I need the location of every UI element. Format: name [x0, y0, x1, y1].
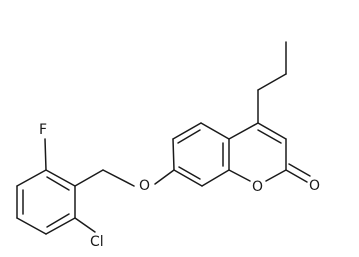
bond [74, 217, 96, 233]
bond [288, 163, 311, 177]
bond [46, 176, 70, 191]
bond [172, 138, 175, 171]
bond [257, 122, 287, 140]
carbonyl-oxygen-label: O [309, 178, 320, 194]
atom-label-group: F O O O Cl [39, 122, 320, 250]
bond [154, 169, 175, 185]
bond [44, 138, 47, 171]
bond [177, 129, 201, 144]
bond [228, 122, 259, 140]
bond [178, 166, 201, 180]
bond [172, 122, 202, 140]
bond [45, 169, 76, 187]
bond [257, 73, 287, 91]
bond-group [16, 41, 311, 235]
bond [16, 217, 47, 235]
bond [173, 169, 203, 187]
bond [228, 169, 251, 182]
bond [102, 169, 135, 187]
bond [45, 217, 76, 235]
bond [46, 213, 70, 228]
bond [285, 169, 308, 183]
bond [200, 122, 230, 140]
bond [201, 169, 230, 187]
ether-oxygen-label: O [139, 178, 150, 194]
bond [74, 169, 104, 187]
bond [16, 169, 47, 187]
bond [265, 169, 287, 182]
chlorine-atom-label: Cl [90, 234, 104, 250]
bond [257, 129, 282, 144]
fluorine-atom-label: F [39, 122, 47, 138]
ring-oxygen-label: O [252, 179, 263, 195]
